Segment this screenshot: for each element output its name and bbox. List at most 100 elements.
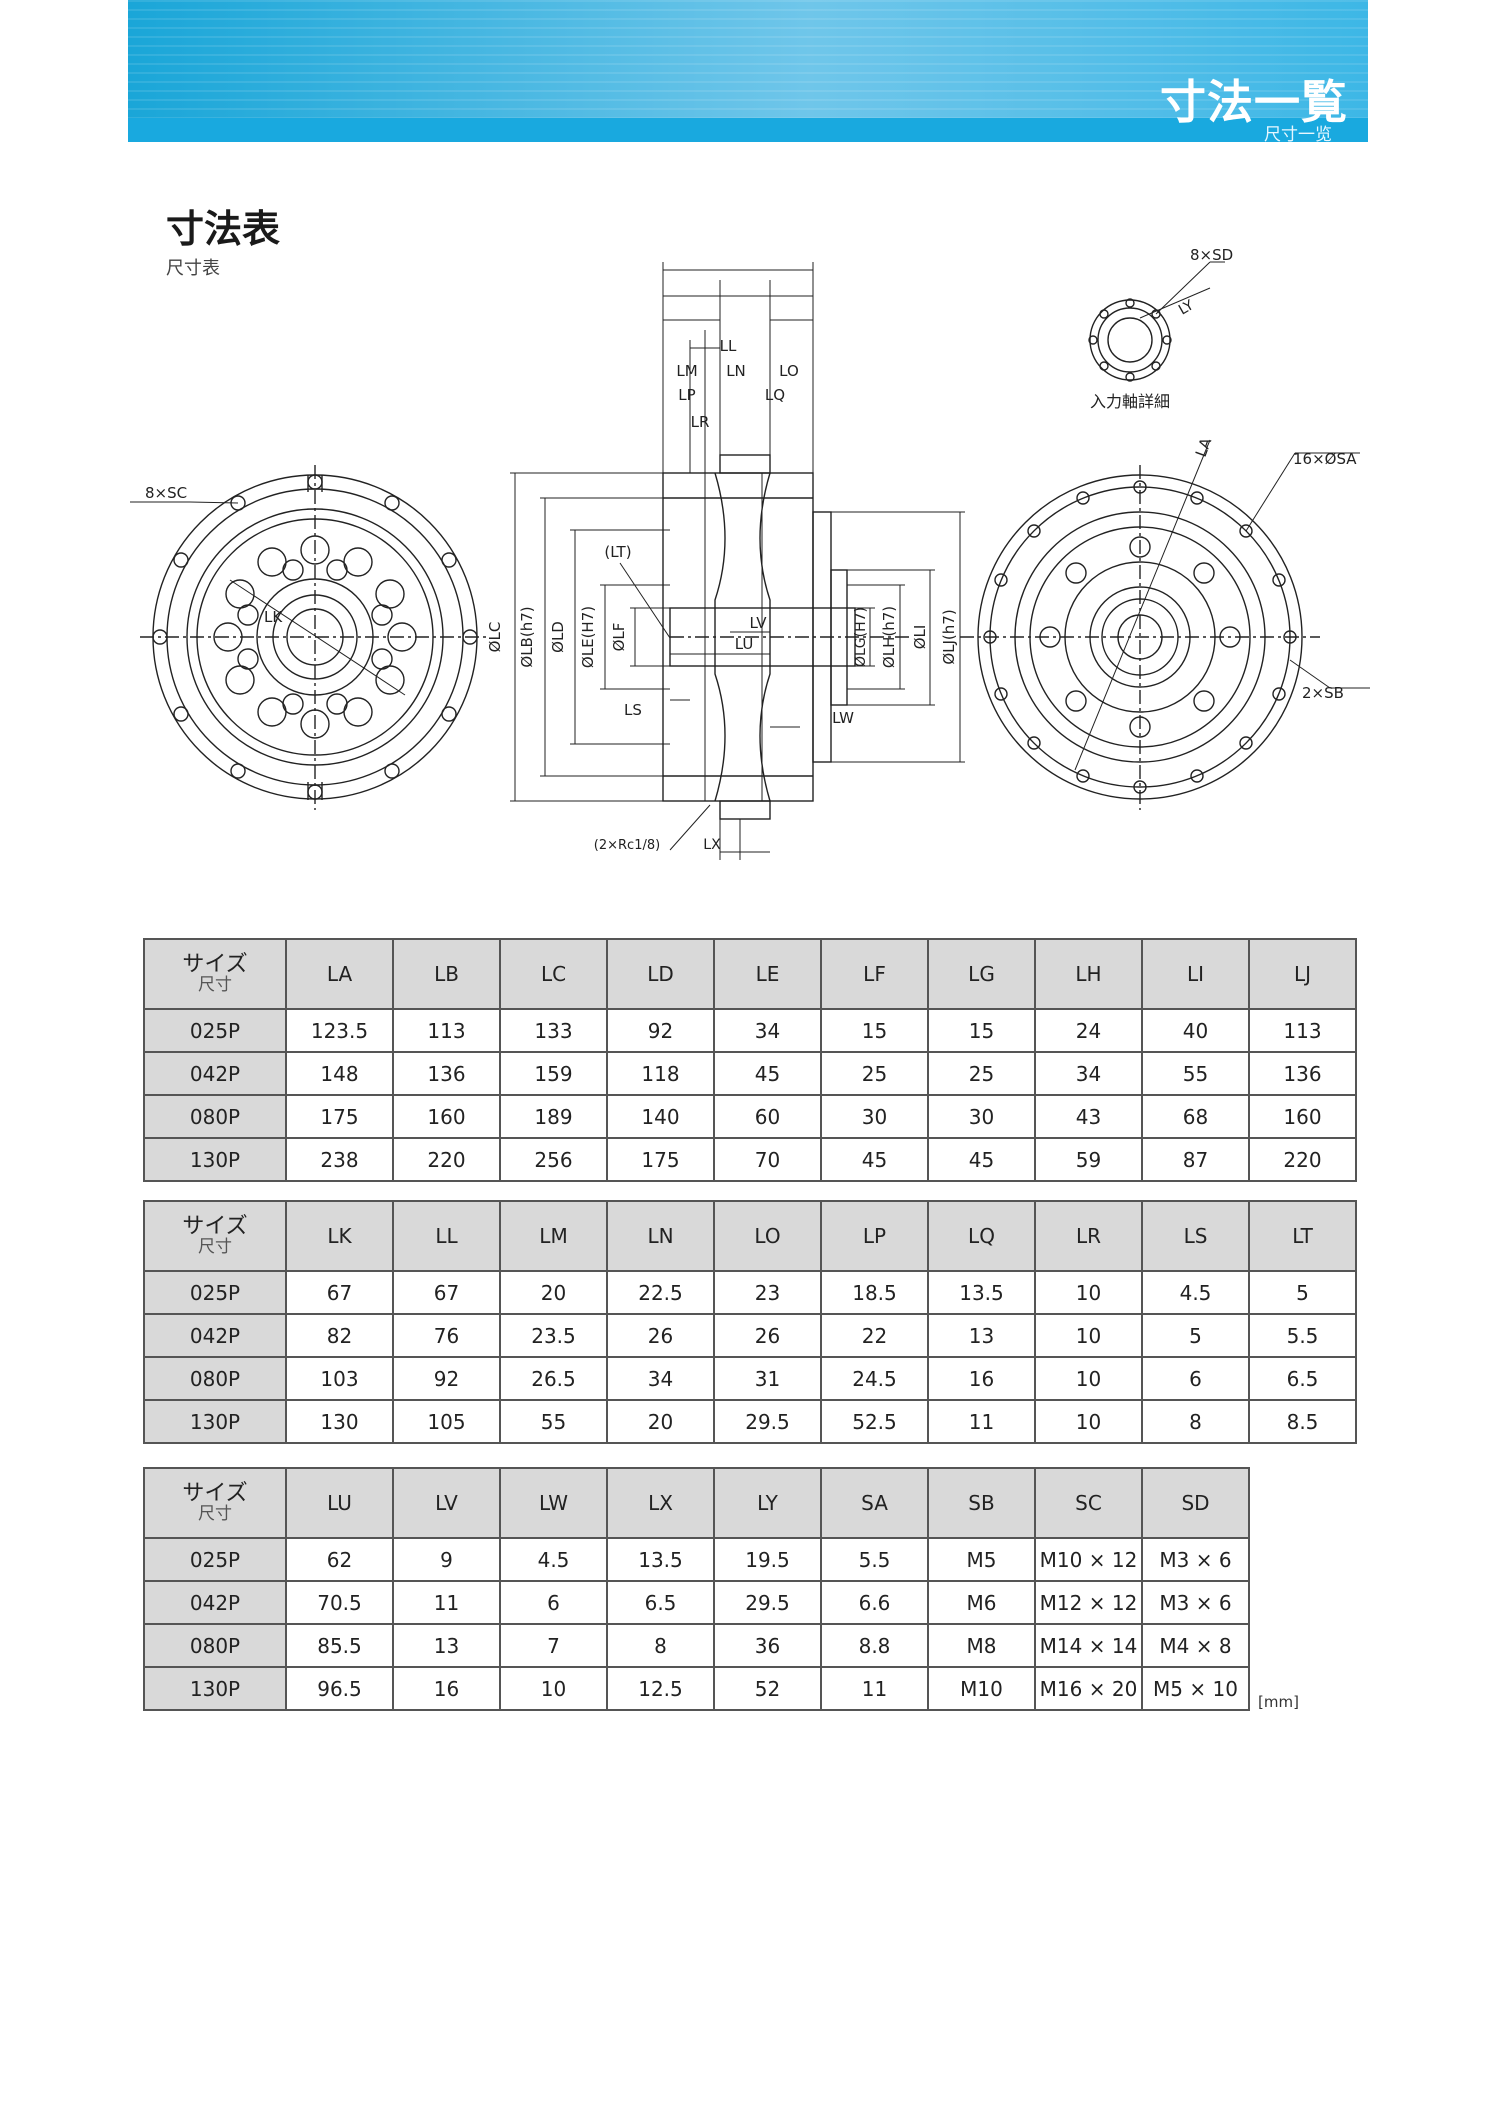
table-cell: 20 — [606, 1399, 715, 1444]
label-dld: ØLD — [549, 621, 567, 653]
size-cell: 080P — [143, 1094, 287, 1139]
label-lv: LV — [750, 614, 768, 632]
size-header-label: サイズ — [182, 952, 248, 977]
label-rc: (2×Rc1/8) — [594, 838, 660, 853]
size-cell: 080P — [143, 1356, 287, 1401]
size-header: サイズ尺寸 — [143, 938, 287, 1010]
size-cell: 025P — [143, 1008, 287, 1053]
table-cell: 5.5 — [820, 1537, 929, 1582]
table-cell: 136 — [392, 1051, 501, 1096]
table-cell: M10 — [927, 1666, 1036, 1711]
table-cell: 34 — [713, 1008, 822, 1053]
table-cell: 5 — [1248, 1270, 1357, 1315]
table-row: 080P 175 160 189 140 60 30 30 43 68 160 — [143, 1094, 1357, 1139]
table-cell: 70.5 — [285, 1580, 394, 1625]
table-cell: 23 — [713, 1270, 822, 1315]
table-row: 042P 70.5 11 6 6.5 29.5 6.6 M6 M12 × 12 … — [143, 1580, 1250, 1625]
table-cell: M3 × 6 — [1141, 1537, 1250, 1582]
table-cell: M5 — [927, 1537, 1036, 1582]
table-cell: 148 — [285, 1051, 394, 1096]
column-header: LE — [713, 938, 822, 1010]
table-cell: 30 — [820, 1094, 929, 1139]
table-cell: 5 — [1141, 1313, 1250, 1358]
label-ln: LN — [726, 362, 746, 380]
column-header: LJ — [1248, 938, 1357, 1010]
column-header: LM — [499, 1200, 608, 1272]
section-title: 寸法表 — [166, 207, 281, 251]
table-cell: 34 — [1034, 1051, 1143, 1096]
column-header: LT — [1248, 1200, 1357, 1272]
size-cell: 025P — [143, 1537, 287, 1582]
table-cell: 13.5 — [927, 1270, 1036, 1315]
column-header: LP — [820, 1200, 929, 1272]
table-cell: 92 — [392, 1356, 501, 1401]
table-cell: 123.5 — [285, 1008, 394, 1053]
table-cell: M4 × 8 — [1141, 1623, 1250, 1668]
table-cell: 11 — [392, 1580, 501, 1625]
table-cell: 133 — [499, 1008, 608, 1053]
table-cell: 29.5 — [713, 1399, 822, 1444]
table-cell: 10 — [1034, 1399, 1143, 1444]
size-header-sublabel: 尺寸 — [198, 975, 232, 995]
table-cell: 22 — [820, 1313, 929, 1358]
column-header: LK — [285, 1200, 394, 1272]
table-cell: 10 — [1034, 1270, 1143, 1315]
column-header: LY — [713, 1467, 822, 1539]
table-cell: 4.5 — [499, 1537, 608, 1582]
side-view — [510, 262, 965, 860]
table-cell: 26 — [606, 1313, 715, 1358]
size-header-sublabel: 尺寸 — [198, 1504, 232, 1524]
dimension-table-3: サイズ尺寸 LU LV LW LX LY SA SB SC SD 025P 62… — [143, 1467, 1250, 1711]
table-cell: M3 × 6 — [1141, 1580, 1250, 1625]
table-cell: 20 — [499, 1270, 608, 1315]
label-dlj: ØLJ(h7) — [940, 609, 958, 664]
column-header: LA — [285, 938, 394, 1010]
label-lm: LM — [676, 362, 697, 380]
table-cell: 96.5 — [285, 1666, 394, 1711]
table-cell: 24.5 — [820, 1356, 929, 1401]
table-cell: M5 × 10 — [1141, 1666, 1250, 1711]
table-cell: 16 — [392, 1666, 501, 1711]
table-cell: 15 — [927, 1008, 1036, 1053]
header-banner: 寸法一覧 尺寸一览 — [128, 0, 1368, 142]
table-cell: 18.5 — [820, 1270, 929, 1315]
table-cell: 136 — [1248, 1051, 1357, 1096]
label-ll: LL — [720, 337, 737, 355]
column-header: SA — [820, 1467, 929, 1539]
table-cell: 8 — [1141, 1399, 1250, 1444]
table-cell: 5.5 — [1248, 1313, 1357, 1358]
table-cell: 12.5 — [606, 1666, 715, 1711]
table-cell: 103 — [285, 1356, 394, 1401]
column-header: LW — [499, 1467, 608, 1539]
column-header: SD — [1141, 1467, 1250, 1539]
column-header: LL — [392, 1200, 501, 1272]
table-cell: 13 — [392, 1623, 501, 1668]
table-cell: 7 — [499, 1623, 608, 1668]
column-header: LG — [927, 938, 1036, 1010]
table-cell: 26 — [713, 1313, 822, 1358]
table-cell: 256 — [499, 1137, 608, 1182]
table-cell: 140 — [606, 1094, 715, 1139]
table-cell: 22.5 — [606, 1270, 715, 1315]
label-ly: LY — [1176, 297, 1197, 318]
table-cell: 29.5 — [713, 1580, 822, 1625]
table-row: 080P 85.5 13 7 8 36 8.8 M8 M14 × 14 M4 ×… — [143, 1623, 1250, 1668]
column-header: LC — [499, 938, 608, 1010]
table-cell: 6.5 — [606, 1580, 715, 1625]
column-header: LV — [392, 1467, 501, 1539]
column-header: LB — [392, 938, 501, 1010]
column-header: LH — [1034, 938, 1143, 1010]
table-cell: 118 — [606, 1051, 715, 1096]
banner-stripes — [128, 0, 1368, 118]
table-cell: 34 — [606, 1356, 715, 1401]
table-cell: 6 — [1141, 1356, 1250, 1401]
column-header: LS — [1141, 1200, 1250, 1272]
table-row: 130P 130 105 55 20 29.5 52.5 11 10 8 8.5 — [143, 1399, 1357, 1444]
size-header-label: サイズ — [182, 1481, 248, 1506]
dimension-table-2: サイズ尺寸 LK LL LM LN LO LP LQ LR LS LT 025P… — [143, 1200, 1357, 1444]
label-dlc: ØLC — [486, 622, 504, 653]
label-ls: LS — [624, 701, 642, 719]
table-row: 025P 123.5 113 133 92 34 15 15 24 40 113 — [143, 1008, 1357, 1053]
table-cell: 30 — [927, 1094, 1036, 1139]
input-shaft-detail — [1088, 261, 1225, 382]
